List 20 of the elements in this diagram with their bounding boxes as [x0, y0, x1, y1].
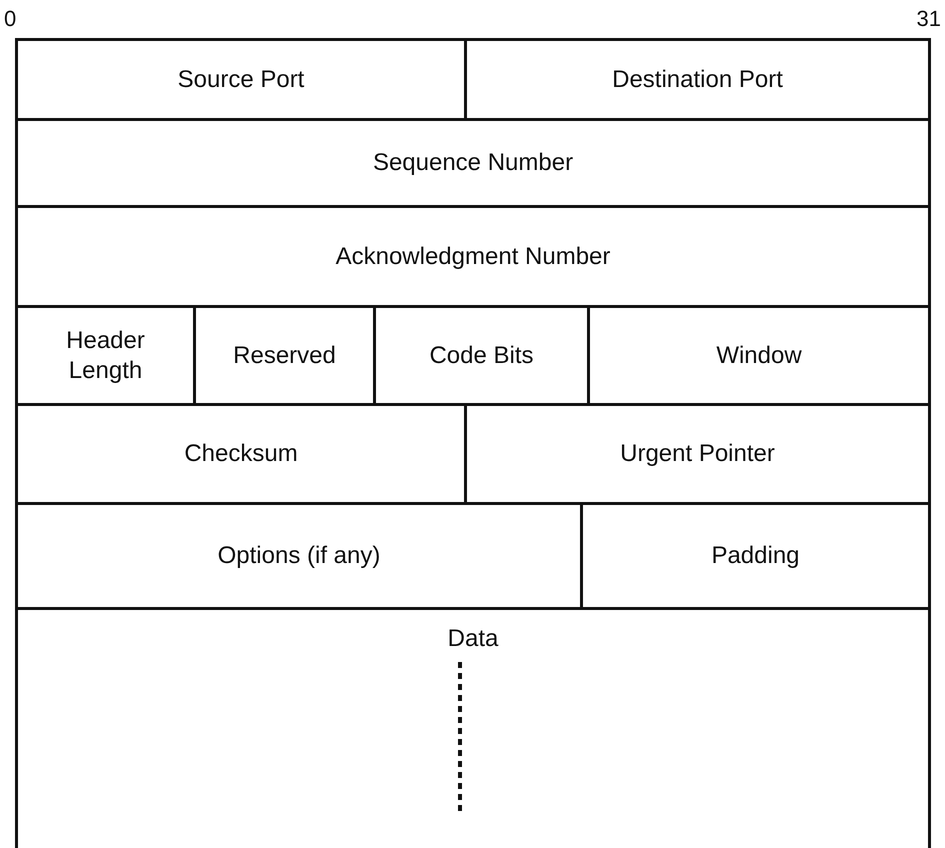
- header-field: [464, 38, 931, 121]
- field-name: Acknowledgment Number: [336, 242, 610, 272]
- field-name: Options (if any): [218, 541, 380, 571]
- field-name: Source Port: [178, 64, 304, 94]
- field-name: Header Length: [65, 326, 146, 386]
- field-name: Window: [716, 340, 802, 370]
- bit-number: 31: [916, 6, 941, 32]
- header-field: [15, 118, 931, 208]
- field-name: Data: [448, 624, 498, 654]
- field-name: Urgent Pointer: [620, 439, 775, 469]
- field-name: Padding: [711, 541, 800, 571]
- field-name: Checksum: [184, 439, 298, 469]
- field-name: Reserved: [233, 340, 336, 370]
- field-name: Sequence Number: [372, 148, 574, 178]
- header-field: [15, 205, 931, 308]
- header-field: [15, 38, 467, 121]
- field-name: Destination Port: [612, 64, 783, 94]
- field-name: Code Bits: [429, 340, 534, 370]
- header-field: [15, 607, 931, 848]
- bit-number: 0: [4, 6, 16, 32]
